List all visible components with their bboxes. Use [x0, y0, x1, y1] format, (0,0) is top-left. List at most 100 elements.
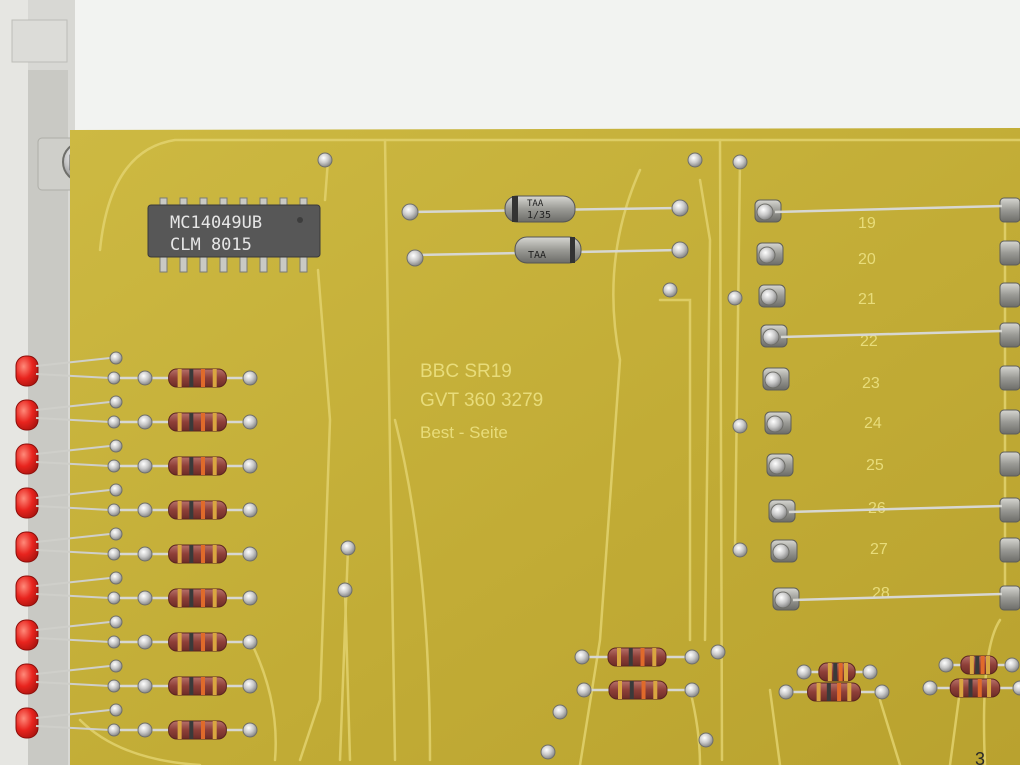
solder-pad	[137, 590, 153, 606]
red-led	[15, 619, 39, 651]
solder-pad	[242, 722, 258, 738]
silk-line-2: GVT 360 3279	[420, 390, 543, 411]
led-resistor-rows	[15, 351, 258, 740]
chip-marking-line2: CLM 8015	[170, 235, 252, 255]
led-row	[15, 483, 258, 520]
led-row	[15, 351, 258, 388]
silk-line-3: Best - Seite	[420, 423, 508, 442]
led-row	[15, 395, 258, 432]
pin-label-20: 20	[858, 251, 876, 268]
resistor	[137, 632, 258, 652]
solder-pad	[137, 458, 153, 474]
connector-pin	[770, 537, 1020, 563]
red-led	[15, 355, 39, 387]
solder-pad	[242, 634, 258, 650]
solder-pad	[552, 704, 568, 720]
solder-pad	[109, 439, 123, 453]
solder-pad	[770, 503, 788, 521]
solder-pad	[671, 241, 689, 259]
solder-pad	[340, 540, 356, 556]
resistor	[137, 500, 258, 520]
solder-pad	[137, 546, 153, 562]
corner-digit: 3	[975, 749, 985, 765]
resistor	[796, 662, 878, 682]
diode-top: TAA 1/35	[409, 195, 681, 223]
misc-components	[317, 152, 1020, 760]
solder-pad	[109, 395, 123, 409]
silk-line-1: BBC SR19	[420, 361, 512, 382]
solder-pad	[732, 542, 748, 558]
solder-pad	[242, 678, 258, 694]
connector-pin	[768, 497, 1020, 523]
pin-label-24: 24	[864, 415, 882, 432]
solder-pad	[938, 657, 954, 673]
connector-pin	[766, 451, 1020, 477]
solder-pad	[1004, 657, 1020, 673]
solder-pad	[576, 682, 592, 698]
solder-pad	[109, 483, 123, 497]
led-row	[15, 659, 258, 696]
led-row	[15, 439, 258, 476]
solder-pad	[874, 684, 890, 700]
chip-pin	[199, 255, 208, 273]
solder-pad	[662, 282, 678, 298]
solder-pad	[671, 199, 689, 217]
solder-pad	[756, 203, 774, 221]
red-led	[15, 575, 39, 607]
solder-pad	[540, 744, 556, 760]
resistor	[137, 544, 258, 564]
solder-pad	[242, 414, 258, 430]
pin-label-28: 28	[872, 585, 890, 602]
solder-pad	[1012, 680, 1020, 696]
resistor	[922, 678, 1020, 698]
solder-pad	[137, 370, 153, 386]
solder-pad	[109, 351, 123, 365]
pin-label-23: 23	[862, 375, 880, 392]
solder-pad	[796, 664, 812, 680]
solder-pad	[107, 679, 121, 693]
solder-pad	[710, 644, 726, 660]
solder-pad	[107, 371, 121, 385]
chip-pin	[259, 255, 268, 273]
red-led	[15, 399, 39, 431]
solder-pad	[137, 414, 153, 430]
connector-pin	[764, 409, 1020, 435]
pin-label-19: 19	[858, 215, 876, 232]
chip-marking-line1: MC14049UB	[170, 213, 262, 233]
solder-pad	[732, 418, 748, 434]
solder-pad	[732, 154, 748, 170]
red-led	[15, 531, 39, 563]
solder-pad	[687, 152, 703, 168]
connector-pin	[756, 240, 1020, 266]
resistor	[137, 720, 258, 740]
pin-label-25: 25	[866, 457, 884, 474]
resistor	[576, 680, 700, 700]
solder-pad	[764, 371, 782, 389]
solder-pad	[727, 290, 743, 306]
diode-top-label-1: TAA	[527, 199, 544, 209]
resistor	[778, 682, 890, 702]
connector-pin	[754, 197, 1020, 223]
ic-chip: MC14049UB CLM 8015	[147, 197, 321, 273]
solder-pad	[107, 591, 121, 605]
resistor	[938, 655, 1020, 675]
solder-pad	[922, 680, 938, 696]
diode-top-label-2: 1/35	[527, 210, 551, 221]
pin-label-27: 27	[870, 541, 888, 558]
solder-pad	[698, 732, 714, 748]
solder-pad	[107, 723, 121, 737]
red-led	[15, 443, 39, 475]
solder-pad	[107, 415, 121, 429]
solder-pad	[137, 634, 153, 650]
solder-pad	[758, 246, 776, 264]
silkscreen-block: BBC SR19 GVT 360 3279 Best - Seite	[420, 361, 543, 442]
led-row	[15, 703, 258, 740]
solder-pad	[317, 152, 333, 168]
solder-pad	[772, 543, 790, 561]
solder-pad	[109, 659, 123, 673]
solder-pad	[762, 328, 780, 346]
chip-pin	[279, 255, 288, 273]
solder-pad	[684, 682, 700, 698]
solder-pad	[242, 370, 258, 386]
